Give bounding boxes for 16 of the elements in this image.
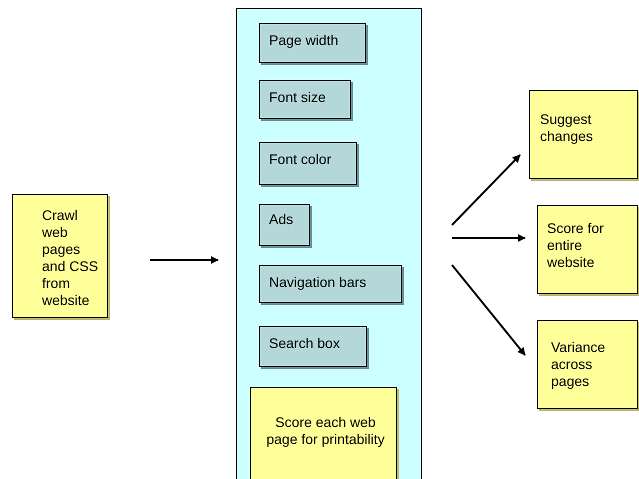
note-box: Variance across pages [537,320,638,409]
panel-box [236,8,422,479]
metric-box: Search box [259,326,367,367]
arrow [451,264,526,356]
arrow [451,154,521,226]
metric-box: Font color [259,142,357,185]
note-box: Score for entire website [537,205,638,294]
metric-box: Page width [259,23,366,63]
arrow [150,256,219,264]
metric-box: Ads [259,204,310,246]
metric-box: Navigation bars [259,265,402,303]
note-box: Crawl web pages and CSS from website [12,194,108,318]
metric-box: Font size [259,80,351,119]
arrow [452,234,526,242]
note-box: Score each web page for printability [250,387,397,479]
note-box: Suggest changes [529,90,638,179]
